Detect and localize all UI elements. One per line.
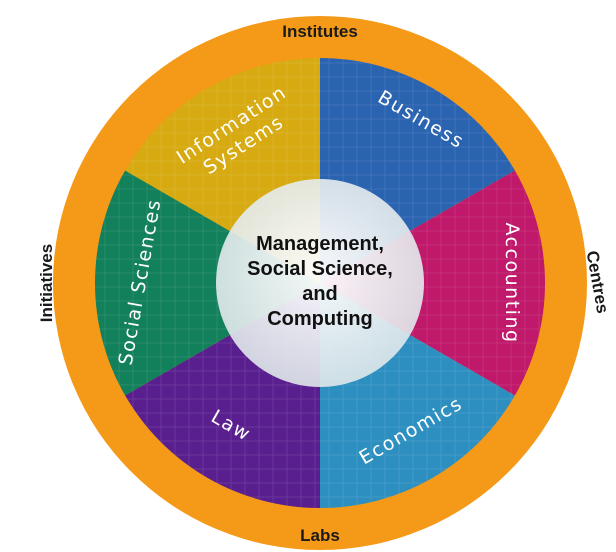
ring-label-centres: Centres bbox=[583, 249, 613, 315]
ring-label-initiatives: Initiatives bbox=[37, 244, 56, 322]
hub-line-3: and bbox=[302, 283, 338, 305]
hub-line-4: Computing bbox=[267, 308, 373, 330]
ring-label-institutes: Institutes bbox=[282, 22, 358, 41]
hub-line-1: Management, bbox=[256, 233, 384, 255]
segment-label-accounting: Accounting bbox=[501, 222, 523, 343]
hub-line-2: Social Science, bbox=[247, 258, 393, 280]
center-hub bbox=[216, 179, 424, 387]
ring-label-labs: Labs bbox=[300, 526, 340, 545]
